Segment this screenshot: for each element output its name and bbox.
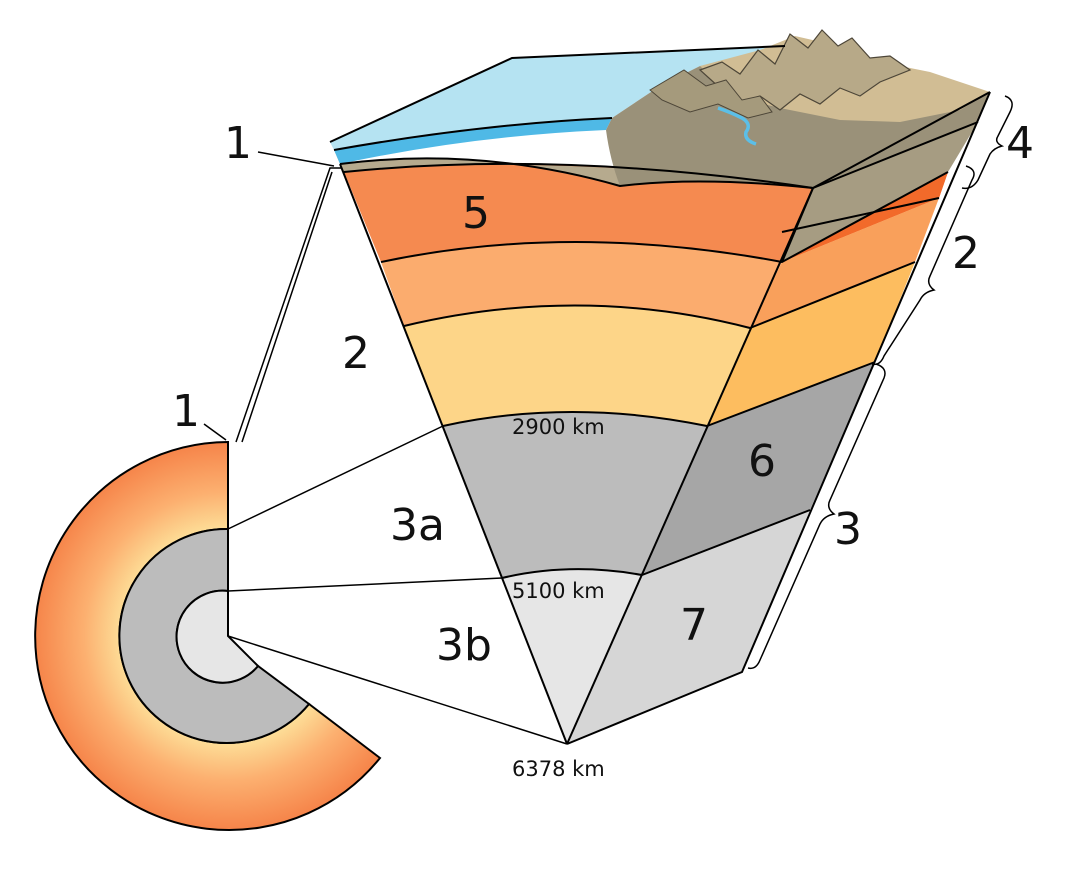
globe-inner-core	[175, 589, 260, 684]
boundary-side-upper	[781, 197, 940, 233]
depth-core-mantle: 2900 km	[512, 415, 605, 439]
side-lower-mantle	[707, 262, 915, 426]
mountain-range	[698, 29, 912, 111]
connector-core-mantle	[227, 425, 444, 530]
boundary-ocean	[333, 117, 613, 151]
surface-top	[330, 29, 990, 188]
side-inner-core	[567, 510, 810, 744]
connector-inner-core	[227, 577, 503, 592]
right-braces	[747, 95, 1013, 670]
side-outer-core	[642, 362, 875, 575]
brace-core	[747, 363, 886, 670]
label-inner-core-side: 7	[680, 600, 708, 651]
boundary-mid-mantle	[403, 261, 916, 330]
outline-top-right	[812, 91, 991, 189]
wedge-outlines	[329, 45, 991, 745]
label-lithosphere: 4	[1006, 118, 1034, 169]
layer-outer-core	[443, 412, 707, 578]
layer-mid-mantle	[381, 242, 782, 328]
outline-top	[329, 45, 786, 143]
depth-inner-core: 5100 km	[512, 579, 605, 603]
outline-front-left	[339, 163, 568, 745]
connector-lines	[203, 151, 568, 745]
depth-center: 6378 km	[512, 757, 605, 781]
boundary-inner-core	[501, 509, 811, 579]
mountain-foothills	[649, 69, 773, 119]
label-inner-core: 3b	[436, 620, 492, 671]
brace-mantle	[871, 165, 975, 366]
number-labels: 1 1 5 2 3a 3b 4 2 6 3 7	[172, 118, 1034, 671]
label-upper-mantle: 5	[462, 188, 490, 239]
label-mantle-right: 2	[952, 228, 980, 279]
depth-labels: 2900 km 5100 km 6378 km	[512, 415, 605, 781]
boundary-upper-mantle	[380, 171, 949, 264]
label-outer-core: 3a	[390, 500, 445, 551]
label-lower-mantle-side: 6	[748, 436, 776, 487]
label-mantle-left: 2	[342, 328, 370, 379]
boundary-side-crust	[781, 121, 979, 263]
label-crust-lower: 1	[172, 386, 200, 437]
outline-front-right	[566, 187, 814, 745]
leader-crust-upper	[257, 151, 335, 167]
label-core-right: 3	[834, 504, 862, 555]
layer-lower-mantle	[404, 305, 750, 426]
outline-side-right	[566, 91, 991, 745]
connector-crust	[235, 167, 342, 443]
leader-crust-lower	[203, 423, 227, 441]
ocean-surface	[330, 46, 785, 150]
boundary-crust	[343, 162, 814, 189]
ocean-deep-water	[334, 118, 612, 164]
river	[717, 106, 757, 146]
brace-lithosphere	[961, 95, 1013, 190]
layer-inner-core	[502, 569, 642, 744]
layer-upper-mantle	[344, 163, 813, 262]
side-mid-mantle	[750, 198, 939, 328]
boundary-core-mantle	[442, 361, 876, 428]
side-crust	[782, 122, 978, 262]
globe-cutaway	[34, 440, 382, 831]
label-crust-upper: 1	[224, 118, 252, 169]
connector-center	[227, 635, 568, 745]
boundary-crust-mantle	[339, 157, 814, 189]
